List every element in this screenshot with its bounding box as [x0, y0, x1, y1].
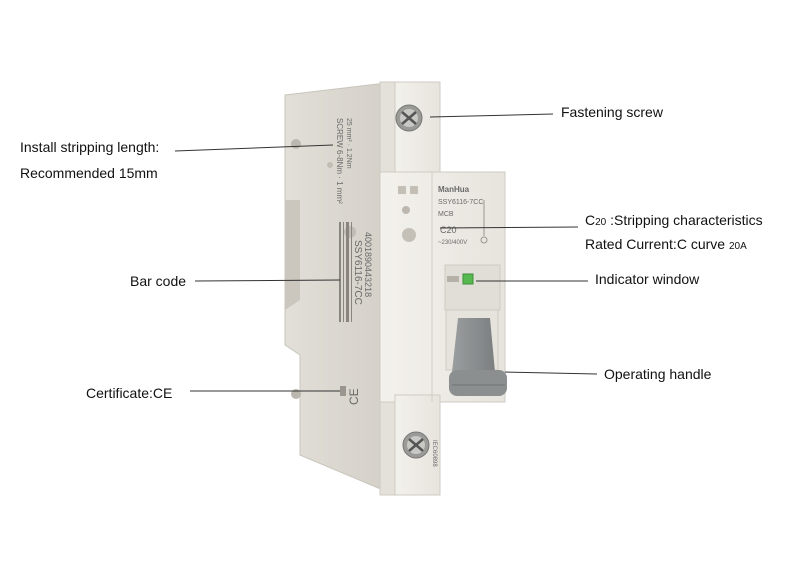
top-screw — [395, 104, 423, 132]
operating-handle-shape — [445, 309, 507, 396]
rated-current-text: Rated Current:C curve — [585, 236, 726, 252]
brand-text: ManHua — [438, 185, 470, 194]
leader-fastening-screw — [429, 113, 554, 118]
indicator-area — [444, 264, 501, 311]
label-bar-code: Bar code — [130, 273, 187, 289]
side-print: SCREW 6-8Nm · 1 mm² 25 mm² · 1.2Nm SSY61… — [335, 118, 373, 405]
label-certificate: Certificate:CE — [86, 385, 173, 401]
rated-value: 20A — [728, 241, 747, 252]
svg-text:SCREW 6-8Nm · 1 mm²: SCREW 6-8Nm · 1 mm² — [335, 118, 344, 204]
label-stripping-characteristics: C20 :Stripping characteristics — [585, 212, 763, 228]
stripping-text: :Stripping characteristics — [610, 212, 763, 228]
indicator-window-green — [462, 273, 474, 285]
bottom-screw: IEC60898 — [402, 431, 437, 467]
leader-lines — [174, 113, 598, 392]
label-fastening-screw: Fastening screw — [561, 104, 663, 120]
front-labels: ManHua SSY6116-7CC MCB C20 ~230/400V — [398, 185, 488, 246]
bottom-code: IEC60898 — [431, 440, 437, 467]
label-rated-current: Rated Current:C curve 20A — [585, 236, 747, 252]
rating-text: C20 — [440, 225, 457, 235]
leader-install-length — [174, 144, 334, 152]
model-text: SSY6116-7CC — [438, 199, 483, 206]
certificate-mark-box — [340, 386, 346, 396]
leader-bar-code — [194, 279, 341, 282]
label-operating-handle: Operating handle — [604, 366, 712, 382]
voltage-text: ~230/400V — [438, 240, 467, 246]
ce-mark: CE — [347, 388, 361, 405]
svg-text:25 mm² · 1.2Nm: 25 mm² · 1.2Nm — [345, 118, 352, 169]
stripping-code: 20 — [595, 217, 607, 228]
label-indicator-window: Indicator window — [595, 271, 700, 287]
side-model-text: SSY6116-7CC — [352, 240, 363, 305]
barcode — [339, 222, 352, 322]
leader-stripping — [439, 226, 579, 229]
barcode-number: 4001890443218 — [363, 232, 373, 297]
type-text: MCB — [438, 211, 454, 218]
label-install-length-line2: Recommended 15mm — [20, 165, 158, 181]
label-install-length-line1: Install stripping length: — [20, 139, 160, 155]
leader-handle — [504, 371, 598, 375]
stripping-prefix: C — [585, 212, 596, 228]
